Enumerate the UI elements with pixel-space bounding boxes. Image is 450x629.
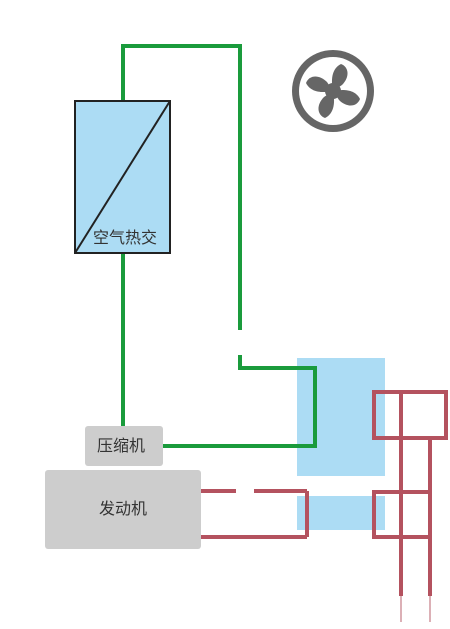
engine-label: 发动机 <box>99 499 148 518</box>
refrigerant-line-top <box>121 44 242 330</box>
compressor-label: 压缩机 <box>97 436 146 455</box>
coolant-pipe-ends <box>400 596 431 622</box>
heat-exchanger-diagonal <box>74 100 171 254</box>
engine-block <box>45 470 201 549</box>
heat-exchanger-label: 空气热交 <box>93 228 158 247</box>
air-heat-exchanger <box>74 100 171 254</box>
evaporator-block <box>297 358 385 530</box>
coolant-loop <box>201 390 448 596</box>
compressor-block <box>85 426 163 466</box>
fan-icon <box>292 50 374 132</box>
refrigerant-line-right <box>163 355 317 448</box>
radiator-box-top <box>372 390 448 440</box>
refrigerant-loop <box>121 44 317 448</box>
